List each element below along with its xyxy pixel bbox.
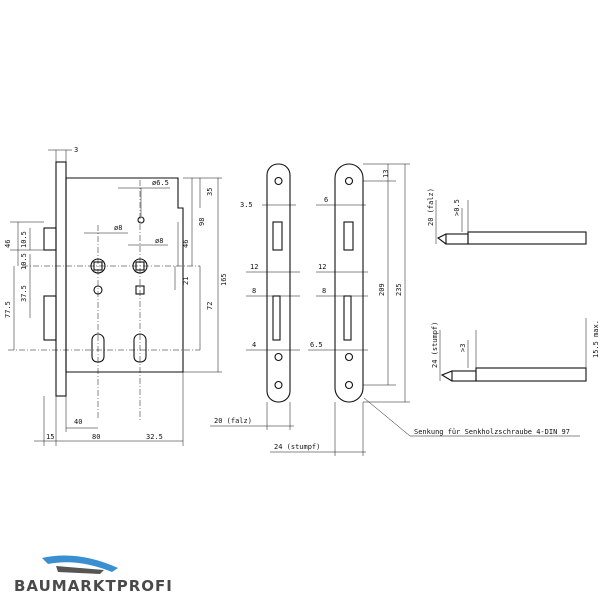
dim-stumpf-235: 235 <box>395 283 403 296</box>
screw-hole-top <box>274 176 283 186</box>
dim-left-77-5: 77.5 <box>4 301 12 318</box>
dim-stumpf-6: 6 <box>324 196 328 204</box>
dim-hole-dia: ø6.5 <box>152 179 169 187</box>
dim-bolt-falz-offset: >0.5 <box>453 199 461 216</box>
faceplate-falz <box>266 163 291 403</box>
latch-bolt <box>43 227 57 251</box>
dim-bottom-80: 80 <box>92 433 100 441</box>
side-view-stumpf: 6 12 8 6.5 13 209 235 24 (stumpf) Senkun… <box>270 163 580 456</box>
dim-bottom-40: 40 <box>74 418 82 426</box>
dim-top-35: 35 <box>206 188 214 196</box>
dim-stumpf-209: 209 <box>378 283 386 296</box>
dim-faceplate: 3 <box>74 146 78 154</box>
dim-left-37-5: 37.5 <box>20 285 28 302</box>
front-view: 3 ø6.5 ø8 ø8 35 98 165 46 21 72 46 10.5 <box>4 146 228 446</box>
dim-h165: 165 <box>220 273 228 286</box>
logo-roof-icon <box>42 555 118 572</box>
brand-name: BAUMARKTPROFI <box>14 577 173 595</box>
dim-h21: 21 <box>182 277 190 285</box>
dim-stumpf-8: 8 <box>322 287 326 295</box>
dim-left-46: 46 <box>4 240 12 248</box>
dim-bolt-stumpf-max: 15.5 max. <box>592 320 600 358</box>
dead-bolt <box>43 295 57 341</box>
logo-base-icon <box>56 566 104 574</box>
cylinder-cutout-left <box>91 333 105 363</box>
bolt-opening <box>272 295 281 341</box>
bolt-tip-falz <box>445 233 469 245</box>
bolt-nose-falz <box>436 233 447 245</box>
bolt-tip-stumpf <box>451 370 477 382</box>
screw-hole-mid <box>274 352 283 362</box>
dim-h98: 98 <box>198 218 206 226</box>
dim-stumpf-6-5: 6.5 <box>310 341 323 349</box>
brand-logo <box>42 555 118 574</box>
latch-opening-s <box>343 221 354 251</box>
lock-case-body <box>65 177 184 373</box>
dim-stumpf-width: 24 (stumpf) <box>274 443 320 451</box>
faceplate <box>55 161 67 397</box>
bolt-opening-s <box>343 295 352 341</box>
dim-falz-12: 12 <box>250 263 258 271</box>
dim-bolt-falz-width: 20 (falz) <box>427 188 435 226</box>
dim-falz-4: 4 <box>252 341 256 349</box>
dim-falz-8: 8 <box>252 287 256 295</box>
dim-bottom-15: 15 <box>46 433 54 441</box>
dim-bolt-stumpf-width: 24 (stumpf) <box>431 322 439 368</box>
bolt-detail-stumpf: 24 (stumpf) >3 15.5 max. <box>431 318 600 382</box>
bolt-body-falz <box>467 231 587 245</box>
note-senkung: Senkung für Senkholzschraube 4-DIN 97 <box>414 428 570 436</box>
side-view-falz: 3.5 12 8 4 20 (falz) <box>210 163 300 430</box>
dim-h72: 72 <box>206 302 214 310</box>
screw-hole-bottom <box>274 380 283 390</box>
dim-square-right: ø8 <box>155 237 163 245</box>
latch-opening <box>272 221 283 251</box>
screw-hole-mid-s <box>344 352 354 362</box>
bolt-body-stumpf <box>475 367 587 382</box>
dim-stumpf-13: 13 <box>382 170 390 178</box>
dim-bottom-32-5: 32.5 <box>146 433 163 441</box>
dim-left-10-5: 10.5 <box>20 253 28 270</box>
bolt-detail-falz: 20 (falz) >0.5 <box>427 188 587 245</box>
dim-h46-right: 46 <box>182 240 190 248</box>
faceplate-stumpf <box>334 163 364 403</box>
screw-hole-bottom-s <box>344 380 354 390</box>
dim-left-10-5-top: 10.5 <box>20 231 28 248</box>
dim-falz-width: 20 (falz) <box>214 417 252 425</box>
cylinder-cutout-right <box>133 333 147 363</box>
bolt-nose-stumpf <box>440 370 453 382</box>
dim-stumpf-12: 12 <box>318 263 326 271</box>
dim-falz-3-5: 3.5 <box>240 201 253 209</box>
dim-bolt-stumpf-offset: >3 <box>459 344 467 352</box>
mounting-hole <box>137 216 145 224</box>
dim-square-left: ø8 <box>114 224 122 232</box>
screw-hole-top-s <box>344 176 354 186</box>
